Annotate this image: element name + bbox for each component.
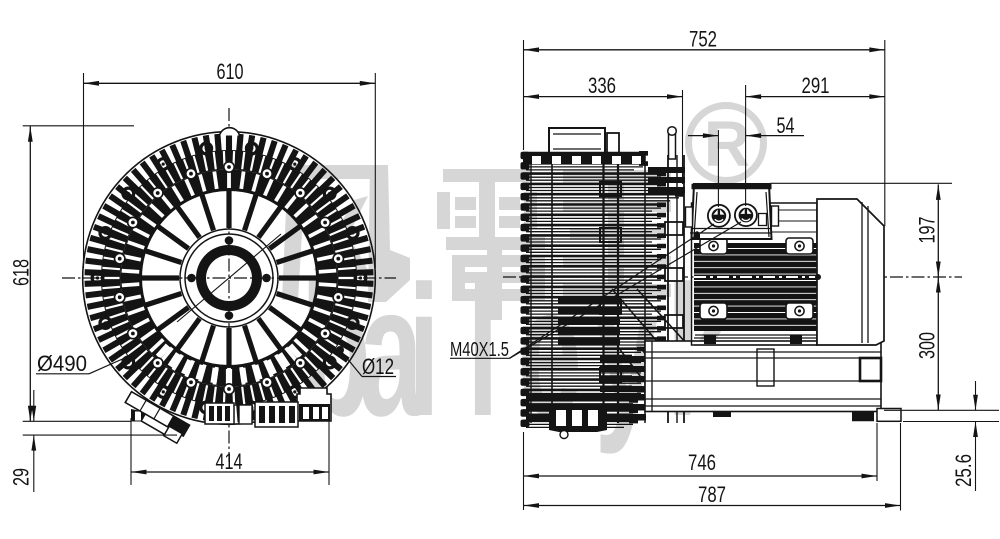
svg-text:R: R	[704, 108, 750, 180]
svg-text:300: 300	[915, 332, 940, 359]
svg-text:M40X1.5: M40X1.5	[450, 339, 509, 361]
svg-text:54: 54	[777, 113, 795, 138]
svg-text:787: 787	[698, 482, 726, 507]
svg-text:i: i	[408, 247, 440, 455]
svg-text:29: 29	[9, 468, 34, 486]
svg-text:Ø12: Ø12	[362, 354, 394, 379]
svg-text:610: 610	[217, 59, 244, 84]
svg-text:618: 618	[9, 259, 34, 286]
svg-text:Ø490: Ø490	[37, 351, 87, 376]
svg-text:752: 752	[689, 27, 717, 52]
svg-text:746: 746	[688, 450, 716, 475]
svg-text:414: 414	[216, 449, 243, 474]
svg-text:l: l	[467, 247, 499, 455]
svg-text:25.6: 25.6	[951, 454, 976, 487]
svg-text:197: 197	[915, 217, 940, 244]
svg-text:336: 336	[588, 73, 616, 98]
svg-text:291: 291	[802, 73, 830, 98]
